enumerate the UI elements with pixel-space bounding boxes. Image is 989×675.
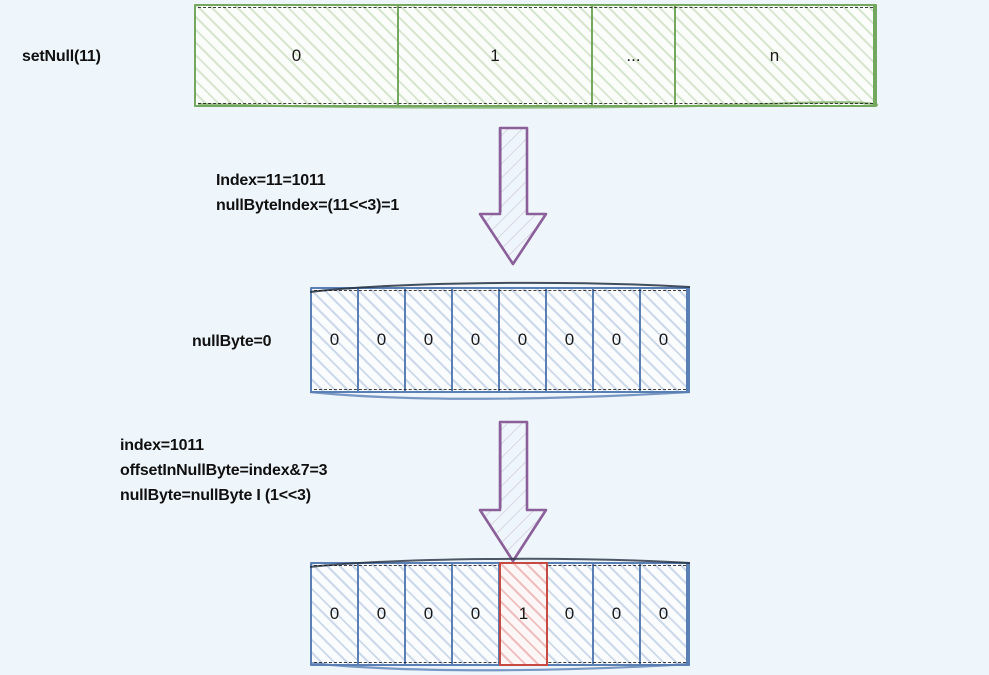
bit-value: 0 bbox=[564, 330, 575, 349]
bit-value: 0 bbox=[517, 330, 528, 349]
bit-cell: 0 bbox=[406, 564, 453, 664]
bit-value: 0 bbox=[611, 604, 622, 623]
null-byte-bits-before: 0 0 0 0 0 0 0 0 bbox=[310, 287, 690, 393]
value-array-cell-ellipsis: ... bbox=[593, 6, 676, 105]
note-line: nullByteIndex=(11<<3)=1 bbox=[216, 197, 400, 214]
bit-cell: 0 bbox=[500, 289, 547, 391]
cell-value: n bbox=[769, 45, 780, 65]
bit-value: 0 bbox=[658, 330, 669, 349]
setnull-label: setNull(11) bbox=[22, 48, 101, 65]
bit-value: 0 bbox=[423, 330, 434, 349]
bit-value: 0 bbox=[658, 604, 669, 623]
bit-cell: 0 bbox=[312, 289, 359, 391]
bit-value: 0 bbox=[564, 604, 575, 623]
bit-cell: 0 bbox=[641, 289, 688, 391]
bit-cell: 0 bbox=[359, 564, 406, 664]
bit-cell: 0 bbox=[547, 564, 594, 664]
note-index-calculation: Index=11=1011 nullByteIndex=(11<<3)=1 bbox=[216, 168, 399, 218]
bit-cell: 0 bbox=[359, 289, 406, 391]
bit-value: 0 bbox=[470, 604, 481, 623]
bit-value: 0 bbox=[329, 604, 340, 623]
bit-value: 0 bbox=[376, 330, 387, 349]
bit-value: 0 bbox=[423, 604, 434, 623]
value-array-cell: 1 bbox=[399, 6, 593, 105]
note-offset-calculation: index=1011 offsetInNullByte=index&7=3 nu… bbox=[120, 433, 328, 508]
bit-value: 0 bbox=[470, 330, 481, 349]
null-byte-bits-after: 0 0 0 0 1 0 0 0 bbox=[310, 562, 690, 666]
bit-cell: 0 bbox=[312, 564, 359, 664]
cell-value: 0 bbox=[291, 45, 302, 65]
nullbyte-label: nullByte=0 bbox=[192, 333, 272, 350]
bit-cell: 0 bbox=[453, 289, 500, 391]
bit-cell: 0 bbox=[547, 289, 594, 391]
note-line: nullByte=nullByte I (1<<3) bbox=[120, 487, 311, 504]
cell-value: ... bbox=[626, 45, 641, 65]
bit-cell: 0 bbox=[594, 289, 641, 391]
bit-value: 0 bbox=[329, 330, 340, 349]
bit-cell: 0 bbox=[641, 564, 688, 664]
value-array-cell: 0 bbox=[196, 6, 399, 105]
value-array: 0 1 ... n bbox=[194, 4, 877, 107]
note-line: offsetInNullByte=index&7=3 bbox=[120, 462, 328, 479]
bit-cell: 0 bbox=[594, 564, 641, 664]
bit-value: 1 bbox=[518, 604, 529, 623]
bit-value: 0 bbox=[376, 604, 387, 623]
bit-cell-highlighted: 1 bbox=[499, 562, 548, 666]
bit-cell: 0 bbox=[406, 289, 453, 391]
note-line: Index=11=1011 bbox=[216, 172, 326, 189]
value-array-cell: n bbox=[676, 6, 875, 105]
down-arrow-two bbox=[470, 418, 556, 566]
note-line: index=1011 bbox=[120, 437, 204, 454]
bit-value: 0 bbox=[611, 330, 622, 349]
bit-cell: 0 bbox=[453, 564, 500, 664]
down-arrow-one bbox=[470, 124, 556, 269]
cell-value: 1 bbox=[490, 45, 500, 65]
